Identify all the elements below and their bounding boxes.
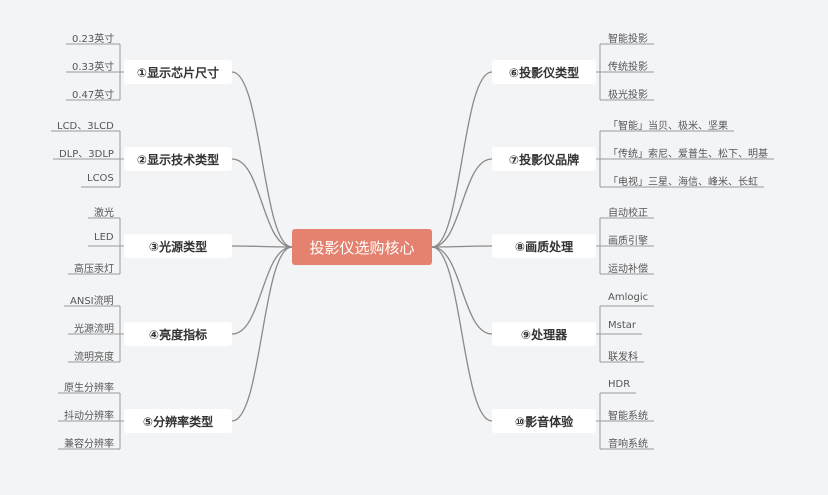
- leaf-item[interactable]: 画质引擎: [608, 236, 648, 247]
- branch-connector: [431, 71, 493, 248]
- center-topic[interactable]: 投影仪选购核心: [292, 229, 432, 265]
- leaf-item[interactable]: HDR: [608, 379, 631, 390]
- branch-connector: [431, 158, 493, 248]
- branch-connector: [231, 246, 293, 335]
- leaf-item[interactable]: 自动校正: [608, 208, 648, 219]
- branch-left-2[interactable]: ②显示技术类型: [124, 147, 232, 171]
- branch-label: ②显示技术类型: [136, 152, 220, 167]
- leaf-item[interactable]: 兼容分辨率: [64, 439, 114, 450]
- branch-label: ⑥投影仪类型: [508, 65, 580, 80]
- leaf-item[interactable]: Amlogic: [608, 292, 649, 303]
- branch-right-5[interactable]: ⑩影音体验: [492, 409, 596, 433]
- branch-label: ⑩影音体验: [514, 414, 574, 429]
- branch-connector: [231, 245, 293, 248]
- leaf-item[interactable]: 0.23英寸: [72, 34, 115, 45]
- branch-connector: [431, 245, 493, 248]
- branch-right-1[interactable]: ⑥投影仪类型: [492, 60, 596, 84]
- leaf-item[interactable]: 音响系统: [608, 439, 648, 450]
- leaf-item[interactable]: 光源流明: [74, 324, 114, 335]
- branch-label: ⑨处理器: [520, 327, 568, 342]
- branch-left-5[interactable]: ⑤分辨率类型: [124, 409, 232, 433]
- leaf-item[interactable]: 极光投影: [608, 90, 648, 101]
- leaf-item[interactable]: 高压汞灯: [74, 264, 114, 275]
- leaf-item[interactable]: ANSI流明: [70, 296, 114, 307]
- branch-left-3[interactable]: ③光源类型: [124, 234, 232, 258]
- leaf-item[interactable]: LED: [94, 232, 114, 243]
- branch-label: ⑦投影仪品牌: [508, 152, 580, 167]
- leaf-item[interactable]: 抖动分辨率: [64, 411, 114, 422]
- leaf-item[interactable]: 智能系统: [608, 411, 648, 422]
- branch-label: ①显示芯片尺寸: [136, 65, 220, 80]
- leaf-item[interactable]: LCD、3LCD: [57, 121, 114, 132]
- leaf-item[interactable]: 流明亮度: [74, 352, 114, 363]
- branch-connector: [231, 158, 293, 248]
- branch-left-4[interactable]: ④亮度指标: [124, 322, 232, 346]
- center-topic-label: 投影仪选购核心: [309, 238, 415, 257]
- leaf-item[interactable]: 运动补偿: [608, 264, 648, 275]
- leaf-item[interactable]: 「电视」三星、海信、峰米、长虹: [608, 177, 758, 188]
- branch-label: ③光源类型: [148, 239, 208, 254]
- branch-connector: [431, 246, 493, 422]
- leaf-item[interactable]: 原生分辨率: [64, 383, 114, 394]
- leaf-item[interactable]: 0.47英寸: [72, 90, 115, 101]
- leaf-item[interactable]: Mstar: [608, 320, 636, 331]
- leaf-item[interactable]: 0.33英寸: [72, 62, 115, 73]
- branch-connector: [431, 246, 493, 335]
- leaf-item[interactable]: 「智能」当贝、极米、坚果: [608, 121, 728, 132]
- branch-right-4[interactable]: ⑨处理器: [492, 322, 596, 346]
- leaf-item[interactable]: 联发科: [608, 352, 638, 363]
- leaf-item[interactable]: 激光: [94, 208, 114, 219]
- branch-right-2[interactable]: ⑦投影仪品牌: [492, 147, 596, 171]
- branch-label: ④亮度指标: [148, 327, 208, 342]
- branch-connector: [231, 246, 293, 422]
- branch-connector: [231, 71, 293, 248]
- leaf-item[interactable]: LCOS: [87, 173, 114, 184]
- branch-label: ⑧画质处理: [514, 239, 574, 254]
- leaf-item[interactable]: 「传统」索尼、爱普生、松下、明基: [608, 149, 768, 160]
- branch-label: ⑤分辨率类型: [142, 414, 214, 429]
- leaf-item[interactable]: 传统投影: [608, 62, 648, 73]
- leaf-item[interactable]: DLP、3DLP: [59, 149, 114, 160]
- branch-right-3[interactable]: ⑧画质处理: [492, 234, 596, 258]
- branch-left-1[interactable]: ①显示芯片尺寸: [124, 60, 232, 84]
- leaf-item[interactable]: 智能投影: [608, 34, 648, 45]
